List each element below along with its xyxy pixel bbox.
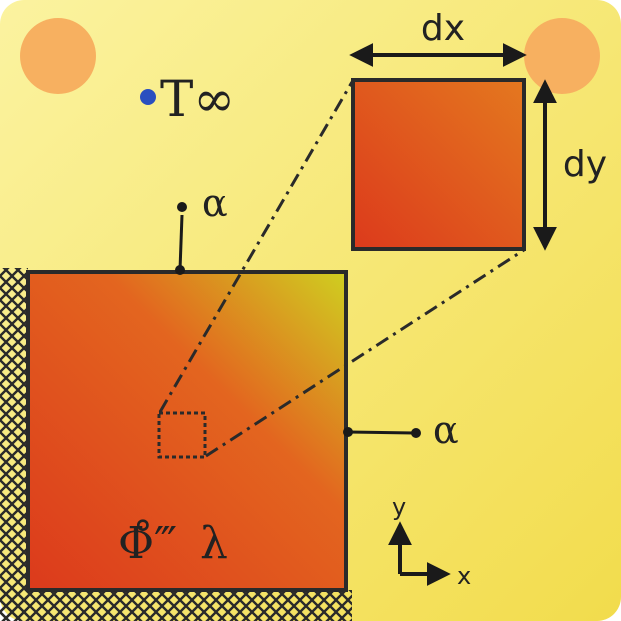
- alpha-right-dot: [411, 428, 421, 438]
- x-axis-label: x: [457, 562, 471, 590]
- alpha-right-label: α: [433, 408, 459, 452]
- sun-circle-right: [524, 18, 600, 94]
- bottom-wall-hatch: [0, 590, 352, 621]
- dy-label: dy: [563, 144, 607, 185]
- alpha-top-line: [178, 214, 184, 271]
- heat-source-label: Φ̊‴: [118, 518, 177, 569]
- y-axis-label: y: [392, 493, 406, 521]
- sun-circle-left: [20, 18, 96, 94]
- ambient-point: [140, 89, 156, 105]
- projection-line-bottom: [205, 248, 525, 458]
- ambient-temperature-label: T∞: [160, 70, 235, 128]
- small-element-outline: [157, 411, 207, 459]
- alpha-top-label: α: [202, 181, 228, 225]
- dx-label: dx: [421, 8, 465, 49]
- alpha-top-dot: [177, 202, 187, 212]
- left-wall-hatch: [0, 268, 28, 621]
- alpha-right-line: [347, 430, 415, 435]
- enlarged-element: [351, 78, 526, 251]
- projection-line-top: [158, 81, 354, 413]
- main-plate: [26, 270, 348, 592]
- conductivity-label: λ: [200, 518, 228, 569]
